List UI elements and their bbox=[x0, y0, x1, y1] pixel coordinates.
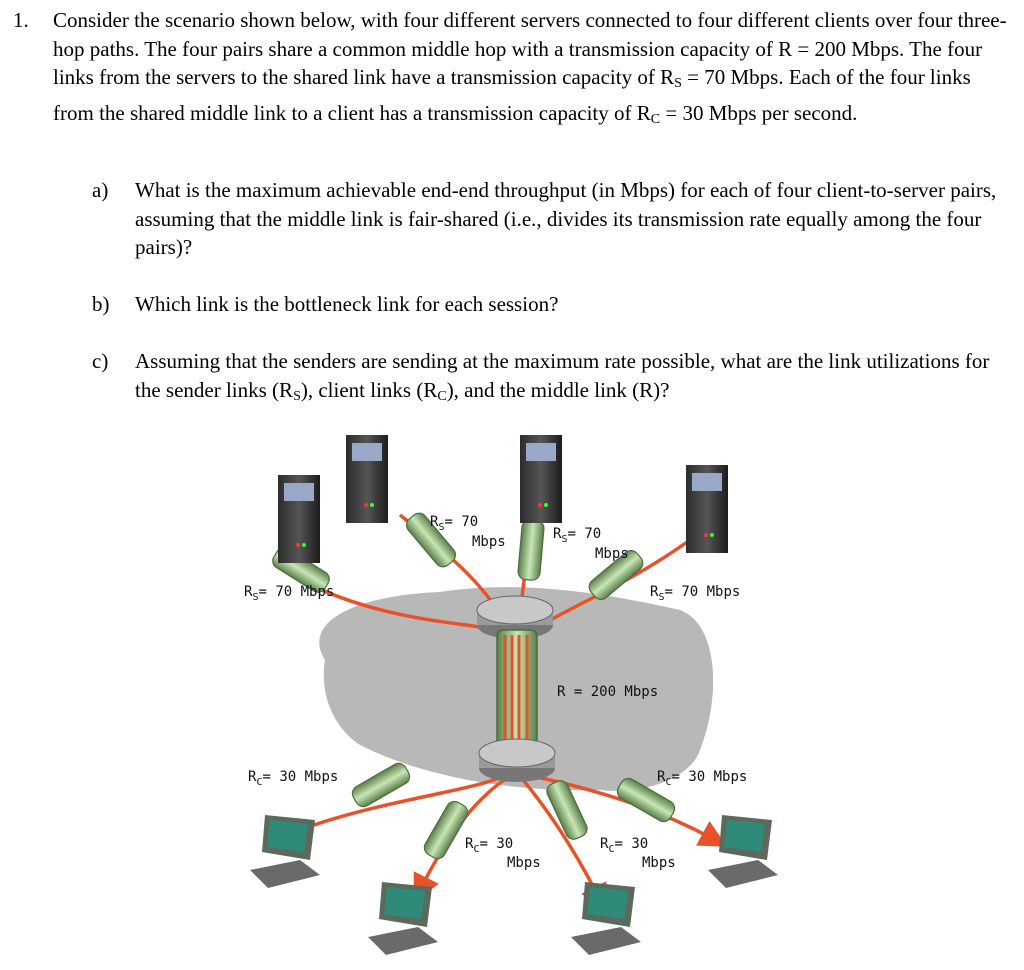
r-middle-label: R = 200 Mbps bbox=[557, 684, 658, 700]
question-text: Consider the scenario shown below, with … bbox=[53, 8, 1007, 127]
client-computer-icon bbox=[571, 882, 641, 955]
part-c-label: c) bbox=[92, 349, 109, 373]
server-icon bbox=[686, 465, 728, 553]
server-icon bbox=[278, 475, 320, 563]
part-b-label: b) bbox=[92, 292, 110, 316]
client-links bbox=[351, 762, 676, 860]
server-icon bbox=[346, 435, 388, 523]
rc-bottom-left-unit: Mbps bbox=[507, 855, 541, 871]
rc-bottom-right-unit: Mbps bbox=[642, 855, 676, 871]
part-c-text: Assuming that the senders are sending at… bbox=[135, 349, 990, 404]
part-b-text: Which link is the bottleneck link for ea… bbox=[135, 292, 559, 316]
question-number: 1. bbox=[13, 8, 29, 32]
router-bottom bbox=[478, 738, 556, 782]
part-a-text: What is the maximum achievable end-end t… bbox=[135, 178, 997, 259]
client-computer-icon bbox=[250, 815, 320, 888]
part-a-label: a) bbox=[92, 178, 109, 202]
rs-top-right-unit: Mbps bbox=[595, 546, 629, 562]
router-top bbox=[476, 595, 554, 639]
client-computer-icon bbox=[708, 815, 778, 888]
server-icon bbox=[520, 435, 562, 523]
rs-top-left-unit: Mbps bbox=[472, 534, 506, 550]
client-computer-icon bbox=[368, 882, 438, 955]
